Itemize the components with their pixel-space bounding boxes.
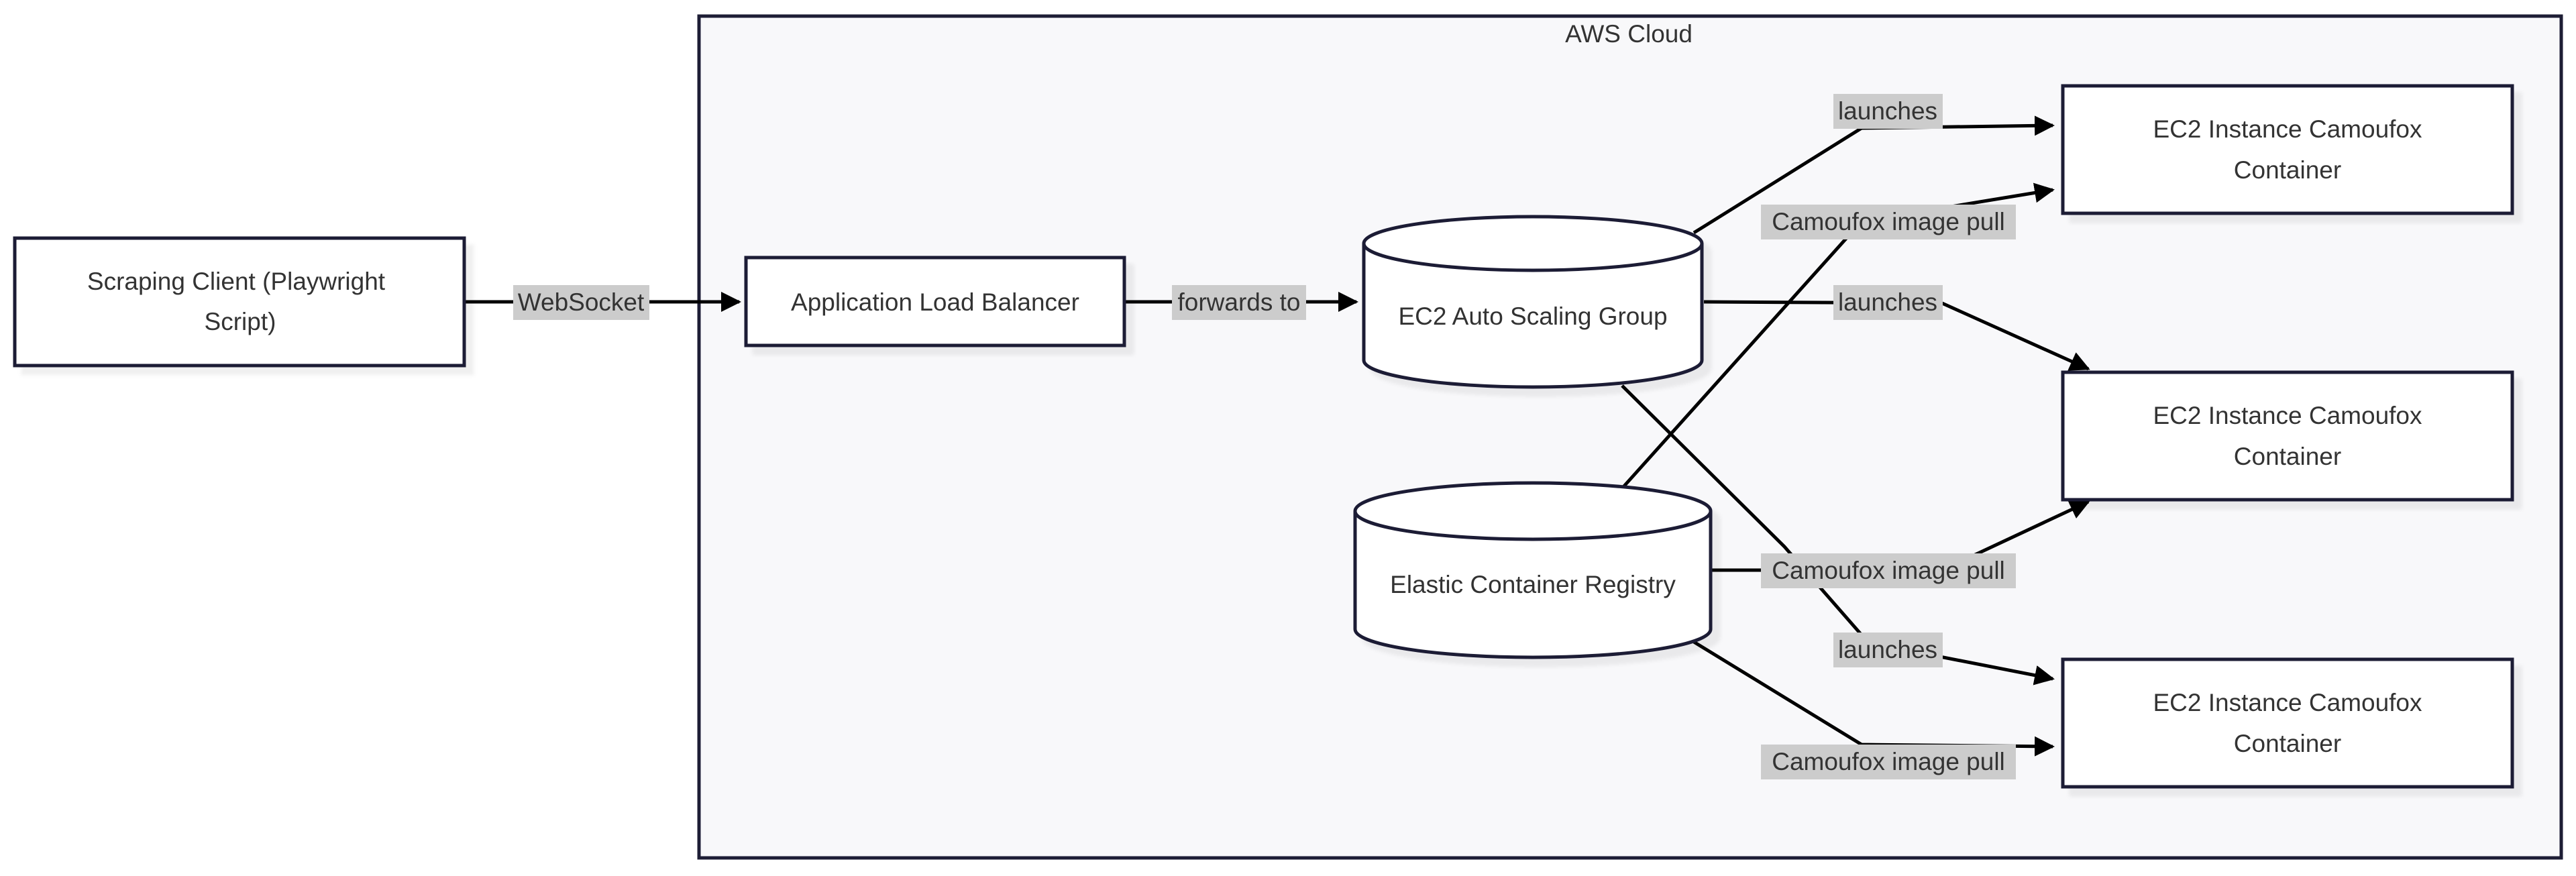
ec2-instance-1-line1: EC2 Instance Camoufox xyxy=(2153,115,2422,143)
scraping-client-line1: Scraping Client (Playwright xyxy=(87,268,386,295)
edge-label-websocket-text: WebSocket xyxy=(518,288,645,316)
scraping-client-line2: Script) xyxy=(205,308,276,335)
ec2-instance-3-line2: Container xyxy=(2234,730,2341,757)
edge-label-launches-3-text: launches xyxy=(1838,636,1937,663)
edge-label-pull-1-text: Camoufox image pull xyxy=(1772,208,2005,235)
node-ec2-auto-scaling-group: EC2 Auto Scaling Group xyxy=(1362,215,1704,389)
ec2-instance-2-line2: Container xyxy=(2234,443,2341,470)
ec2-instance-1-line2: Container xyxy=(2234,156,2341,184)
edge-label-pull-3-text: Camoufox image pull xyxy=(1772,748,2005,775)
node-ec2-instance-1: EC2 Instance Camoufox Container xyxy=(2061,84,2514,215)
edge-label-launches-1: launches xyxy=(1833,94,1943,129)
edge-label-launches-2-text: launches xyxy=(1838,288,1937,316)
node-application-load-balancer: Application Load Balancer xyxy=(744,256,1126,347)
node-ec2-instance-2: EC2 Instance Camoufox Container xyxy=(2061,370,2514,502)
node-ec2-instance-3: EC2 Instance Camoufox Container xyxy=(2061,657,2514,789)
node-scraping-client: Scraping Client (Playwright Script) xyxy=(13,236,466,368)
edge-label-websocket: WebSocket xyxy=(513,285,649,320)
node-elastic-container-registry: Elastic Container Registry xyxy=(1353,481,1713,659)
edge-label-pull-2: Camoufox image pull xyxy=(1761,553,2016,588)
edge-label-forwards-to: forwards to xyxy=(1172,285,1306,320)
edge-label-launches-3: launches xyxy=(1833,633,1943,667)
edge-label-pull-1: Camoufox image pull xyxy=(1761,205,2016,239)
edge-label-launches-2: launches xyxy=(1833,285,1943,320)
edge-launches-3 xyxy=(1621,384,2055,686)
edge-label-pull-3: Camoufox image pull xyxy=(1761,745,2016,779)
edge-label-forwards-to-text: forwards to xyxy=(1177,288,1300,316)
asg-label: EC2 Auto Scaling Group xyxy=(1398,303,1667,330)
ec2-instance-3-line1: EC2 Instance Camoufox xyxy=(2153,689,2422,716)
edge-label-launches-1-text: launches xyxy=(1838,97,1937,125)
alb-label: Application Load Balancer xyxy=(791,288,1079,316)
ecr-label: Elastic Container Registry xyxy=(1390,571,1676,598)
edge-label-pull-2-text: Camoufox image pull xyxy=(1772,557,2005,584)
edge-labels: WebSocket forwards to launches launches … xyxy=(513,94,2016,779)
cluster-title: AWS Cloud xyxy=(1565,20,1693,48)
ec2-instance-2-line1: EC2 Instance Camoufox xyxy=(2153,402,2422,429)
